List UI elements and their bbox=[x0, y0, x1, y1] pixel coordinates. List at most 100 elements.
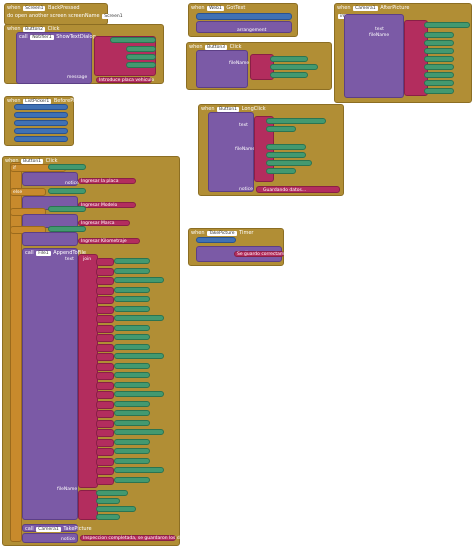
join-sub-0[interactable] bbox=[96, 258, 114, 266]
join-sub-23[interactable] bbox=[96, 477, 114, 485]
textbox-getter-3[interactable] bbox=[48, 206, 86, 212]
getter-row-15[interactable] bbox=[114, 401, 150, 407]
getter-18[interactable] bbox=[266, 144, 306, 150]
getter-row-16[interactable] bbox=[114, 410, 150, 416]
join-sub-8[interactable] bbox=[96, 334, 114, 342]
getter-12[interactable] bbox=[424, 64, 454, 70]
getter-row-9[interactable] bbox=[114, 344, 150, 350]
join-sub-4[interactable] bbox=[96, 296, 114, 304]
getter-1[interactable] bbox=[126, 46, 156, 52]
if-row-2[interactable]: else bbox=[10, 188, 46, 196]
join-sub-9[interactable] bbox=[96, 344, 114, 352]
text-guardando[interactable]: Guardando datos... bbox=[256, 186, 340, 193]
join-sub-7[interactable] bbox=[96, 325, 114, 333]
getter-row-19[interactable] bbox=[114, 439, 150, 445]
join-sub-15[interactable] bbox=[96, 401, 114, 409]
join-sub-10[interactable] bbox=[96, 353, 114, 361]
call-final-alert[interactable]: notice bbox=[22, 533, 78, 543]
getter-13[interactable] bbox=[424, 72, 454, 78]
getter-4[interactable] bbox=[270, 56, 308, 62]
getter-row-20[interactable] bbox=[114, 448, 150, 454]
text-final[interactable]: Inspeccion completada, se guardaron los … bbox=[80, 535, 189, 541]
setter-3[interactable] bbox=[14, 120, 68, 126]
setter-1[interactable] bbox=[14, 104, 68, 110]
getter-row-0[interactable] bbox=[114, 258, 150, 264]
msg-2[interactable]: Ingresar Modelo bbox=[78, 202, 136, 208]
getter-row-23[interactable] bbox=[114, 477, 150, 483]
setter-2[interactable] bbox=[14, 112, 68, 118]
textbox-getter-1[interactable] bbox=[48, 164, 86, 170]
getter-20[interactable] bbox=[266, 160, 312, 166]
join-sub-13[interactable] bbox=[96, 382, 114, 390]
call-takepicture[interactable]: call Camera1 TakePicture bbox=[22, 524, 92, 532]
setter-4[interactable] bbox=[14, 128, 68, 134]
getter-row-21[interactable] bbox=[114, 458, 150, 464]
getter-row-4[interactable] bbox=[114, 296, 150, 302]
join-big[interactable]: join bbox=[78, 254, 98, 488]
getter-2[interactable] bbox=[126, 54, 156, 60]
msg-1[interactable]: Ingresar la placa bbox=[78, 178, 136, 184]
getter-row-6[interactable] bbox=[114, 315, 164, 321]
getter-6[interactable] bbox=[270, 72, 308, 78]
event-block-backpressed[interactable]: when Screen1 BackPressed do open another… bbox=[4, 3, 125, 25]
getter-row-17[interactable] bbox=[114, 420, 150, 426]
call-showalert-1[interactable]: notice bbox=[22, 172, 79, 186]
join-sub-6[interactable] bbox=[96, 315, 114, 323]
join-sub-21[interactable] bbox=[96, 458, 114, 466]
getter-row-22[interactable] bbox=[114, 467, 164, 473]
call-longclick-append[interactable]: text fileName notice bbox=[208, 112, 255, 192]
call-showtextdialog[interactable]: call Notifier1 ShowTextDialog message bbox=[16, 32, 96, 84]
getter-8[interactable] bbox=[424, 32, 454, 38]
getter-14[interactable] bbox=[424, 80, 454, 86]
getter-fn-4[interactable] bbox=[96, 514, 120, 520]
getter-row-3[interactable] bbox=[114, 287, 150, 293]
getter-7[interactable] bbox=[424, 22, 470, 28]
getter-row-13[interactable] bbox=[114, 382, 150, 388]
setter-5[interactable] bbox=[14, 136, 68, 142]
getter-row-2[interactable] bbox=[114, 277, 164, 283]
getter-row-10[interactable] bbox=[114, 353, 164, 359]
if-control-spine[interactable] bbox=[10, 162, 22, 542]
call-showalert-4[interactable] bbox=[22, 232, 78, 246]
msg-4[interactable]: Ingresar Kilometraje bbox=[78, 238, 140, 244]
text-hint[interactable]: Introduce placa vehiculo bbox=[96, 77, 154, 83]
msg-3[interactable]: Ingresar Marca bbox=[78, 220, 130, 226]
join-sub-14[interactable] bbox=[96, 391, 114, 399]
getter-fn-3[interactable] bbox=[96, 506, 136, 512]
getter-row-14[interactable] bbox=[114, 391, 164, 397]
getter-19[interactable] bbox=[266, 152, 306, 158]
component-getter[interactable] bbox=[110, 37, 156, 43]
join-sub-22[interactable] bbox=[96, 467, 114, 475]
setter-timer[interactable] bbox=[196, 237, 236, 243]
getter-9[interactable] bbox=[424, 40, 454, 46]
join-sub-2[interactable] bbox=[96, 277, 114, 285]
call-camera-append[interactable]: text fileName bbox=[344, 14, 404, 98]
join-sub-16[interactable] bbox=[96, 410, 114, 418]
call-appendtofile[interactable]: fileName bbox=[196, 50, 249, 88]
join-filename[interactable] bbox=[78, 490, 98, 520]
textbox-getter-2[interactable] bbox=[48, 188, 86, 194]
getter-row-18[interactable] bbox=[114, 429, 164, 435]
getter-10[interactable] bbox=[424, 48, 454, 54]
setter-visible[interactable] bbox=[196, 13, 292, 20]
join-sub-5[interactable] bbox=[96, 306, 114, 314]
join-sub-11[interactable] bbox=[96, 363, 114, 371]
getter-row-12[interactable] bbox=[114, 372, 150, 378]
getter-17[interactable] bbox=[266, 126, 296, 132]
getter-fn-2[interactable] bbox=[96, 498, 120, 504]
getter-21[interactable] bbox=[266, 168, 296, 174]
join-sub-3[interactable] bbox=[96, 287, 114, 295]
join-sub-20[interactable] bbox=[96, 448, 114, 456]
getter-16[interactable] bbox=[266, 118, 326, 124]
call-readfile[interactable]: arrangement bbox=[196, 21, 292, 33]
textbox-getter-4[interactable] bbox=[48, 226, 86, 232]
join-sub-19[interactable] bbox=[96, 439, 114, 447]
getter-3[interactable] bbox=[126, 62, 156, 68]
getter-row-8[interactable] bbox=[114, 334, 150, 340]
getter-row-7[interactable] bbox=[114, 325, 150, 331]
getter-row-5[interactable] bbox=[114, 306, 150, 312]
getter-row-1[interactable] bbox=[114, 268, 150, 274]
text-se-guardo[interactable]: Se guardo correctamente bbox=[234, 251, 294, 257]
join-sub-17[interactable] bbox=[96, 420, 114, 428]
join-sub-1[interactable] bbox=[96, 268, 114, 276]
